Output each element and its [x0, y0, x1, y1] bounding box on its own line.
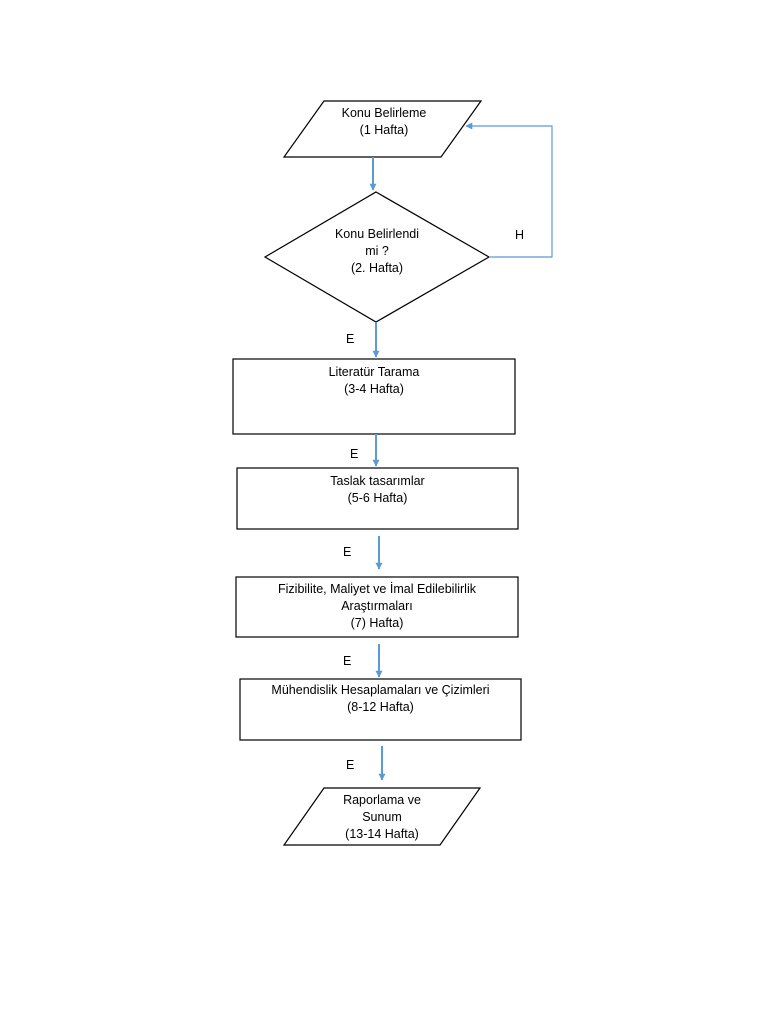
- literature-label-line-2: (3-4 Hafta): [344, 382, 404, 396]
- decision-label-line-1: Konu Belirlendi: [334, 227, 420, 241]
- feasibility-label-line-3: (7) Hafta): [350, 616, 404, 630]
- report-label-line-3: (13-14 Hafta): [345, 827, 419, 841]
- engineering-box: [239, 678, 522, 741]
- edge-label-no: H: [515, 228, 525, 242]
- edge-label-yes-1: E: [346, 332, 355, 346]
- drafts-label: Taslak tasarımlar (5-6 Hafta): [237, 473, 518, 507]
- edge-label-yes-5: E: [346, 758, 355, 772]
- literature-label: Literatür Tarama (3-4 Hafta): [233, 364, 515, 398]
- report-parallelogram: [282, 787, 482, 846]
- report-label-line-2: Sunum: [362, 810, 402, 824]
- feasibility-label: Fizibilite, Maliyet ve İmal Edilebilirli…: [236, 581, 518, 632]
- edge-label-yes-3: E: [343, 545, 352, 559]
- decision-label: Konu Belirlendi mi ? (2. Hafta): [307, 226, 447, 277]
- arrow-no-loop-back: [465, 122, 553, 258]
- drafts-label-line-1: Taslak tasarımlar: [330, 474, 425, 488]
- start-parallelogram: [282, 100, 483, 158]
- engineering-label-line-1: Mühendislik Hesaplamaları ve Çizimleri: [271, 683, 490, 697]
- decision-label-line-3: (2. Hafta): [350, 261, 404, 275]
- drafts-box: [236, 467, 519, 530]
- start-label-line-2: (1 Hafta): [359, 123, 409, 137]
- start-label: Konu Belirleme (1 Hafta): [302, 105, 466, 139]
- literature-label-line-1: Literatür Tarama: [328, 365, 420, 379]
- report-label: Raporlama ve Sunum (13-14 Hafta): [302, 792, 462, 843]
- start-label-line-1: Konu Belirleme: [341, 106, 427, 120]
- feasibility-box: [235, 576, 519, 638]
- engineering-label: Mühendislik Hesaplamaları ve Çizimleri (…: [240, 682, 521, 716]
- report-label-line-1: Raporlama ve: [343, 793, 421, 807]
- edge-label-yes-4: E: [343, 654, 352, 668]
- feasibility-label-line-1: Fizibilite, Maliyet ve İmal Edilebilirli…: [278, 582, 476, 596]
- decision-label-line-2: mi ?: [365, 244, 389, 258]
- drafts-label-line-2: (5-6 Hafta): [347, 491, 408, 505]
- edge-label-yes-2: E: [350, 447, 359, 461]
- literature-box: [232, 358, 516, 435]
- engineering-label-line-2: (8-12 Hafta): [347, 700, 414, 714]
- feasibility-label-line-2: Araştırmaları: [341, 599, 413, 613]
